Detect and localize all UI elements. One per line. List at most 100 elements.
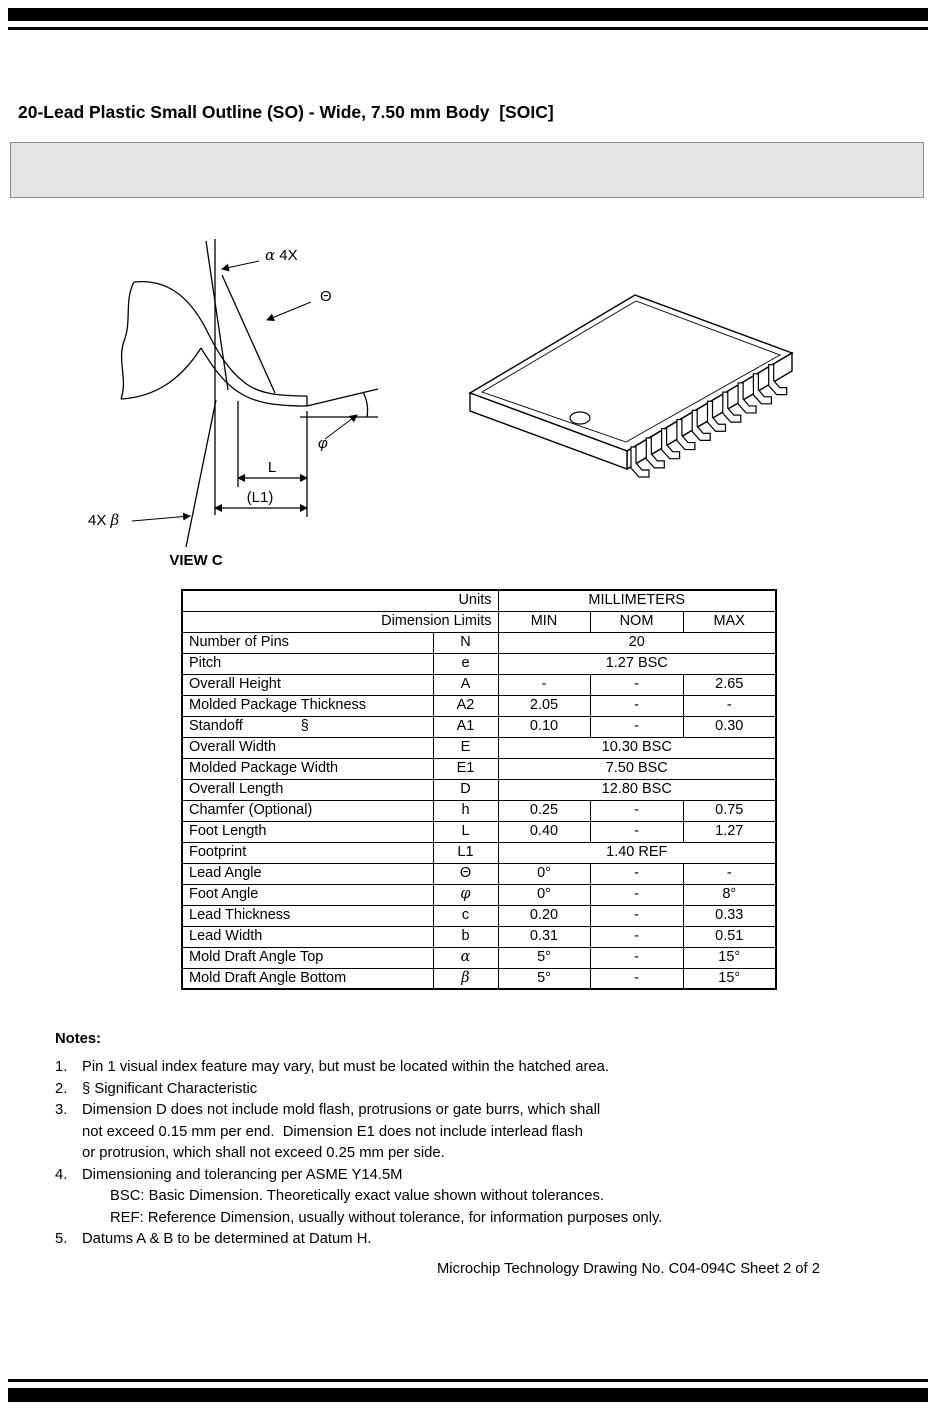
dimension-max: 1.27 bbox=[682, 820, 777, 843]
min-header: MIN bbox=[497, 610, 591, 633]
dimension-symbol: A1 bbox=[432, 715, 499, 738]
note-number: 5. bbox=[55, 1231, 68, 1247]
dimension-nom: - bbox=[589, 946, 684, 969]
dimension-value-span: 10.30 BSC bbox=[497, 736, 777, 759]
dimension-name: Lead Thickness bbox=[181, 904, 434, 927]
dimension-nom: - bbox=[589, 715, 684, 738]
bottom-rule-thick bbox=[8, 1388, 928, 1402]
dimension-name: Molded Package Width bbox=[181, 757, 434, 780]
lead-upper-surface bbox=[206, 330, 308, 397]
dimension-min: 5° bbox=[497, 946, 591, 969]
dimension-value-span: 1.27 BSC bbox=[497, 652, 777, 675]
drawing-number-footer: Microchip Technology Drawing No. C04-094… bbox=[436, 1261, 820, 1277]
note-number: 2. bbox=[55, 1080, 68, 1097]
dimension-symbol: β bbox=[432, 967, 499, 990]
dimension-name: Chamfer (Optional) bbox=[181, 799, 434, 822]
dimension-nom: - bbox=[589, 883, 684, 906]
notes-list: 1. Pin 1 visual index feature may vary, b… bbox=[55, 1057, 662, 1251]
dimension-name: Overall Width bbox=[181, 736, 434, 759]
dimension-symbol: e bbox=[432, 652, 499, 675]
dimension-name: Foot Angle bbox=[181, 883, 434, 906]
dimension-name: Number of Pins bbox=[181, 631, 434, 654]
dimension-max: 15° bbox=[682, 967, 777, 990]
dimension-min: 0° bbox=[497, 862, 591, 885]
dimension-nom: - bbox=[589, 904, 684, 927]
dimension-nom: - bbox=[589, 862, 684, 885]
dim-L-label: L bbox=[268, 459, 276, 476]
dimension-nom: - bbox=[589, 967, 684, 990]
dimension-limits-label: Dimension Limits bbox=[181, 610, 499, 633]
dimension-value-span: 20 bbox=[497, 631, 777, 654]
max-header: MAX bbox=[682, 610, 777, 633]
alpha-leader bbox=[221, 260, 260, 272]
dimension-symbol: A2 bbox=[432, 694, 499, 717]
note-item: 2. § Significant Characteristic bbox=[55, 1079, 662, 1101]
dimension-name: Mold Draft Angle Bottom bbox=[181, 967, 434, 990]
dimension-name: Overall Height bbox=[181, 673, 434, 696]
dimension-max: - bbox=[682, 694, 777, 717]
body-bottom-edge bbox=[120, 347, 202, 400]
dimension-value-span: 1.40 REF bbox=[497, 841, 777, 864]
body-break-edge bbox=[120, 281, 135, 400]
package-chamfer-line bbox=[480, 300, 782, 443]
alpha-draft-line bbox=[205, 240, 229, 391]
dimension-symbol: b bbox=[432, 925, 499, 948]
dimension-value-span: 7.50 BSC bbox=[497, 757, 777, 780]
dimension-symbol: N bbox=[432, 631, 499, 654]
table-header-limits-row: Dimension Limits MIN NOM MAX bbox=[181, 610, 777, 633]
dimension-name: Foot Length bbox=[181, 820, 434, 843]
dimension-max: - bbox=[682, 862, 777, 885]
dimension-symbol: A bbox=[432, 673, 499, 696]
dimension-symbol: L1 bbox=[432, 841, 499, 864]
dimension-symbol: α bbox=[432, 946, 499, 969]
notes-section: Notes: 1.Pin 1 visual index feature may … bbox=[55, 1031, 662, 1251]
package-left-face bbox=[469, 391, 628, 471]
lead-lower-surface bbox=[200, 347, 308, 407]
dimension-value-span: 12.80 BSC bbox=[497, 778, 777, 801]
package-note-box bbox=[10, 142, 924, 198]
table-header-units-row: Units MILLIMETERS bbox=[181, 589, 777, 612]
note-text: Dimensioning and tolerancing per ASME Y1… bbox=[82, 1166, 663, 1226]
dimension-max: 8° bbox=[682, 883, 777, 906]
dimension-name: Footprint bbox=[181, 841, 434, 864]
dimension-max: 0.51 bbox=[682, 925, 777, 948]
beta-leader bbox=[131, 512, 191, 522]
dimension-min: 2.05 bbox=[497, 694, 591, 717]
note-number: 1. bbox=[55, 1059, 68, 1075]
dimension-min: 0.40 bbox=[497, 820, 591, 843]
dimension-max: 15° bbox=[682, 946, 777, 969]
dim-L1-label: (L1) bbox=[247, 489, 274, 506]
note-number: 3. bbox=[55, 1102, 68, 1118]
note-text: Pin 1 visual index feature may vary, but… bbox=[82, 1059, 609, 1075]
note-text: § Significant Characteristic bbox=[82, 1080, 258, 1097]
note-item: 3.Dimension D does not include mold flas… bbox=[55, 1100, 662, 1165]
dimension-symbol: D bbox=[432, 778, 499, 801]
top-rule-thick bbox=[8, 8, 928, 21]
dimension-symbol: h bbox=[432, 799, 499, 822]
view-c-label: VIEW C bbox=[169, 552, 223, 569]
foot-underside-extension bbox=[306, 388, 379, 407]
dimension-min: - bbox=[497, 673, 591, 696]
nom-header: NOM bbox=[589, 610, 684, 633]
dimension-nom: - bbox=[589, 694, 684, 717]
dimensions-table: Units MILLIMETERS Dimension Limits MIN N… bbox=[181, 589, 777, 990]
dimension-name: Mold Draft Angle Top bbox=[181, 946, 434, 969]
top-rule-thin bbox=[8, 27, 928, 30]
dimension-nom: - bbox=[589, 925, 684, 948]
note-item: 5.Datums A & B to be determined at Datum… bbox=[55, 1229, 662, 1251]
note-item: 4.Dimensioning and tolerancing per ASME … bbox=[55, 1165, 662, 1230]
theta-leader bbox=[266, 301, 312, 322]
